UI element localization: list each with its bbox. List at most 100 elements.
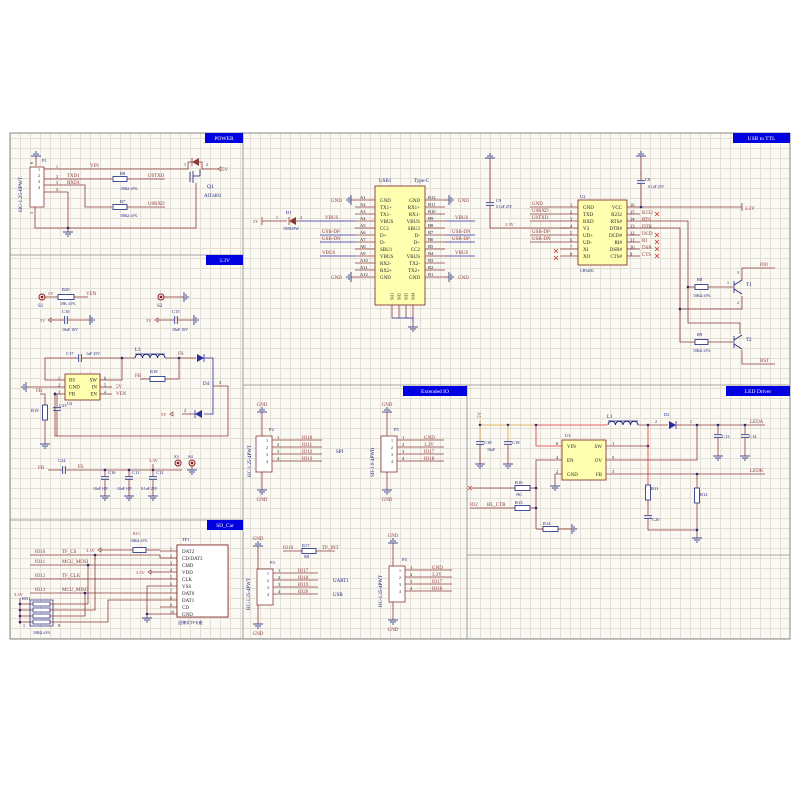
label: P2 xyxy=(269,427,274,432)
label: OV xyxy=(595,459,603,464)
pin-label: VCC xyxy=(612,206,623,211)
label: 1 xyxy=(391,438,393,443)
pin-label: CC1 xyxy=(380,227,390,232)
pin-number: B10 xyxy=(428,209,436,214)
net-label: IO13 xyxy=(302,457,313,462)
pin-label: RI# xyxy=(615,241,623,246)
label: 1N5819W xyxy=(283,227,299,231)
pin-label: RXD xyxy=(583,220,594,225)
label: 10uF 16V xyxy=(93,487,109,491)
net-signal: TF_CLK xyxy=(62,574,81,579)
pin-number: B9 xyxy=(428,216,434,221)
power-panel-header xyxy=(205,133,243,143)
label: FS xyxy=(178,352,184,357)
label: R14 xyxy=(543,521,551,526)
u2-ch340c xyxy=(577,199,628,266)
label: NC xyxy=(516,492,522,497)
pin-label: RX1+ xyxy=(408,206,420,211)
label: U2 xyxy=(580,194,586,199)
label: GND xyxy=(458,199,469,204)
pin-label: TX2+ xyxy=(408,269,420,274)
pin-number: A9 xyxy=(360,251,366,256)
label: 3.3V xyxy=(14,592,24,597)
pin-label: VBUS xyxy=(407,220,421,225)
net-signal: MCU_MISO xyxy=(62,588,89,593)
usb-ttl-panel-title: USB to TTL xyxy=(748,136,776,142)
label: 5V xyxy=(253,219,259,224)
transistor-t1 xyxy=(733,279,743,286)
tf-pin-label: DAT1 xyxy=(182,599,195,604)
pin-label: VBUS xyxy=(380,255,394,260)
resistor xyxy=(301,548,317,554)
label: 1 xyxy=(170,547,172,552)
label: C19 xyxy=(512,440,520,445)
3v3-panel-title: 3.3V xyxy=(219,258,230,264)
net-label: IO17 xyxy=(298,569,309,574)
label: 11 xyxy=(630,238,634,243)
label: GND xyxy=(257,403,268,408)
diode-icon xyxy=(289,217,296,225)
pin-number: 3 xyxy=(56,180,58,185)
label: USB-DP xyxy=(452,237,470,242)
label: R7 xyxy=(120,199,126,204)
resistor xyxy=(112,204,128,210)
inductor-icon xyxy=(607,420,639,426)
label: 10uF xyxy=(487,447,496,452)
label: 3 xyxy=(391,452,393,457)
label: C9 xyxy=(496,198,502,203)
label: 4 xyxy=(267,592,269,597)
label: 9 xyxy=(630,252,633,257)
wire xyxy=(34,185,197,229)
label: UART1 xyxy=(333,579,349,584)
label: 1 xyxy=(276,215,278,220)
wire xyxy=(741,267,775,280)
pin-label: D+ xyxy=(380,234,387,239)
label: R17 xyxy=(302,543,310,548)
resistor xyxy=(514,485,531,491)
label: 5 xyxy=(570,231,573,236)
diode-icon xyxy=(197,354,204,362)
net-u0txd: U0TXD xyxy=(148,174,165,179)
label: T1 xyxy=(746,283,752,288)
power-port-icon xyxy=(154,317,159,323)
label: C8 xyxy=(645,177,651,182)
wire xyxy=(55,393,58,407)
label: S2 xyxy=(157,304,163,309)
diode-icon xyxy=(669,421,676,429)
tf-caption: 自弹式TF卡座 xyxy=(178,619,203,625)
usb1-type-c xyxy=(374,185,426,306)
test-point-center xyxy=(190,461,194,465)
net-label: IO20 xyxy=(298,590,309,595)
wire xyxy=(50,593,86,617)
pin-label: DTR# xyxy=(610,227,623,232)
net-label: R232 xyxy=(642,211,653,216)
p1-ref: P1 xyxy=(42,158,47,163)
net-label: GND xyxy=(532,202,543,207)
sd-panel-header xyxy=(207,520,243,530)
wire xyxy=(112,358,123,381)
pin-label: SBU2 xyxy=(408,227,421,232)
power-panel-title: POWER xyxy=(214,136,234,142)
p4-part-label: HC-1.25-4PWT xyxy=(379,575,384,607)
power-port-icon xyxy=(169,411,174,417)
resistor xyxy=(694,487,700,504)
pin-number: B2 xyxy=(428,265,433,270)
wire xyxy=(50,555,96,611)
label: FB xyxy=(596,473,603,478)
pin-label: UD- xyxy=(583,241,592,246)
connector-p2 xyxy=(255,435,273,473)
pin-label: TXD xyxy=(583,213,594,218)
extended-io-panel-title: Extended IO xyxy=(421,389,449,395)
usb-ttl-panel-header xyxy=(733,133,790,143)
label: USB1 xyxy=(379,179,392,184)
label: EN xyxy=(567,459,574,464)
net-label: IO17 xyxy=(424,450,435,455)
wire xyxy=(606,425,698,461)
p5-part-label: SH-1.0-4PWB xyxy=(371,447,376,477)
label: U4 xyxy=(67,401,72,406)
label: 7 xyxy=(570,245,573,250)
label: GND xyxy=(331,276,342,281)
label: 1uF 25V xyxy=(86,351,100,356)
net-label: GND xyxy=(424,436,435,441)
resistor xyxy=(42,404,48,421)
